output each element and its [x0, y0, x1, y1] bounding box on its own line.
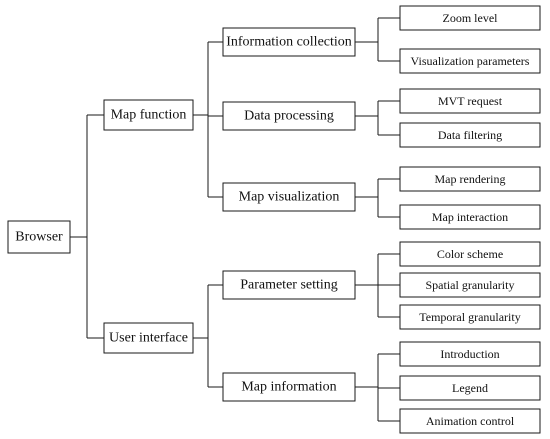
node-user-interface-label: User interface — [109, 331, 188, 346]
node-map-rendering-label: Map rendering — [435, 172, 506, 186]
node-animation-control-label: Animation control — [426, 414, 515, 428]
node-browser-label: Browser — [15, 230, 63, 245]
node-parameter-setting-box — [222, 270, 356, 300]
node-legend: Legend — [399, 375, 541, 401]
diagram-connectors — [70, 17, 400, 422]
node-map-visualization-label: Map visualization — [239, 190, 340, 205]
node-zoom-level-box — [399, 5, 541, 31]
node-map-interaction-label: Map interaction — [432, 210, 508, 224]
node-parameter-setting-label: Parameter setting — [240, 278, 338, 293]
node-information-collection-label: Information collection — [226, 35, 352, 50]
node-temporal-granularity-label: Temporal granularity — [419, 310, 520, 324]
node-data-processing-label: Data processing — [244, 109, 334, 124]
node-animation-control-box — [399, 408, 541, 434]
node-map-visualization-box — [222, 182, 356, 212]
node-data-filtering-label: Data filtering — [438, 128, 502, 142]
node-map-information-label: Map information — [241, 380, 336, 395]
node-map-rendering-box — [399, 166, 541, 192]
node-browser: Browser — [7, 220, 71, 254]
node-introduction: Introduction — [399, 341, 541, 367]
node-color-scheme: Color scheme — [399, 241, 541, 267]
node-data-filtering-box — [399, 122, 541, 148]
node-zoom-level-label: Zoom level — [443, 11, 499, 25]
node-browser-box — [7, 220, 71, 254]
node-spatial-granularity-label: Spatial granularity — [426, 278, 515, 292]
node-mvt-request-label: MVT request — [438, 94, 503, 108]
node-legend-box — [399, 375, 541, 401]
node-map-information-box — [222, 372, 356, 402]
node-color-scheme-label: Color scheme — [437, 247, 503, 261]
node-map-function-box — [103, 99, 194, 131]
node-map-function-label: Map function — [111, 108, 187, 123]
node-legend-label: Legend — [452, 381, 488, 395]
node-map-interaction: Map interaction — [399, 204, 541, 230]
node-data-filtering: Data filtering — [399, 122, 541, 148]
node-map-information: Map information — [222, 372, 356, 402]
node-map-interaction-box — [399, 204, 541, 230]
node-information-collection: Information collection — [222, 27, 356, 57]
node-animation-control: Animation control — [399, 408, 541, 434]
node-visualization-parameters-label: Visualization parameters — [411, 54, 530, 68]
node-mvt-request-box — [399, 88, 541, 114]
node-information-collection-box — [222, 27, 356, 57]
node-temporal-granularity-box — [399, 304, 541, 330]
node-zoom-level: Zoom level — [399, 5, 541, 31]
node-map-rendering: Map rendering — [399, 166, 541, 192]
node-introduction-box — [399, 341, 541, 367]
node-user-interface: User interface — [103, 322, 194, 354]
node-introduction-label: Introduction — [440, 347, 499, 361]
node-parameter-setting: Parameter setting — [222, 270, 356, 300]
node-data-processing-box — [222, 101, 356, 131]
node-data-processing: Data processing — [222, 101, 356, 131]
node-temporal-granularity: Temporal granularity — [399, 304, 541, 330]
node-visualization-parameters: Visualization parameters — [399, 48, 541, 74]
node-spatial-granularity-box — [399, 272, 541, 298]
node-map-function: Map function — [103, 99, 194, 131]
node-map-visualization: Map visualization — [222, 182, 356, 212]
node-user-interface-box — [103, 322, 194, 354]
node-visualization-parameters-box — [399, 48, 541, 74]
node-mvt-request: MVT request — [399, 88, 541, 114]
node-color-scheme-box — [399, 241, 541, 267]
node-spatial-granularity: Spatial granularity — [399, 272, 541, 298]
